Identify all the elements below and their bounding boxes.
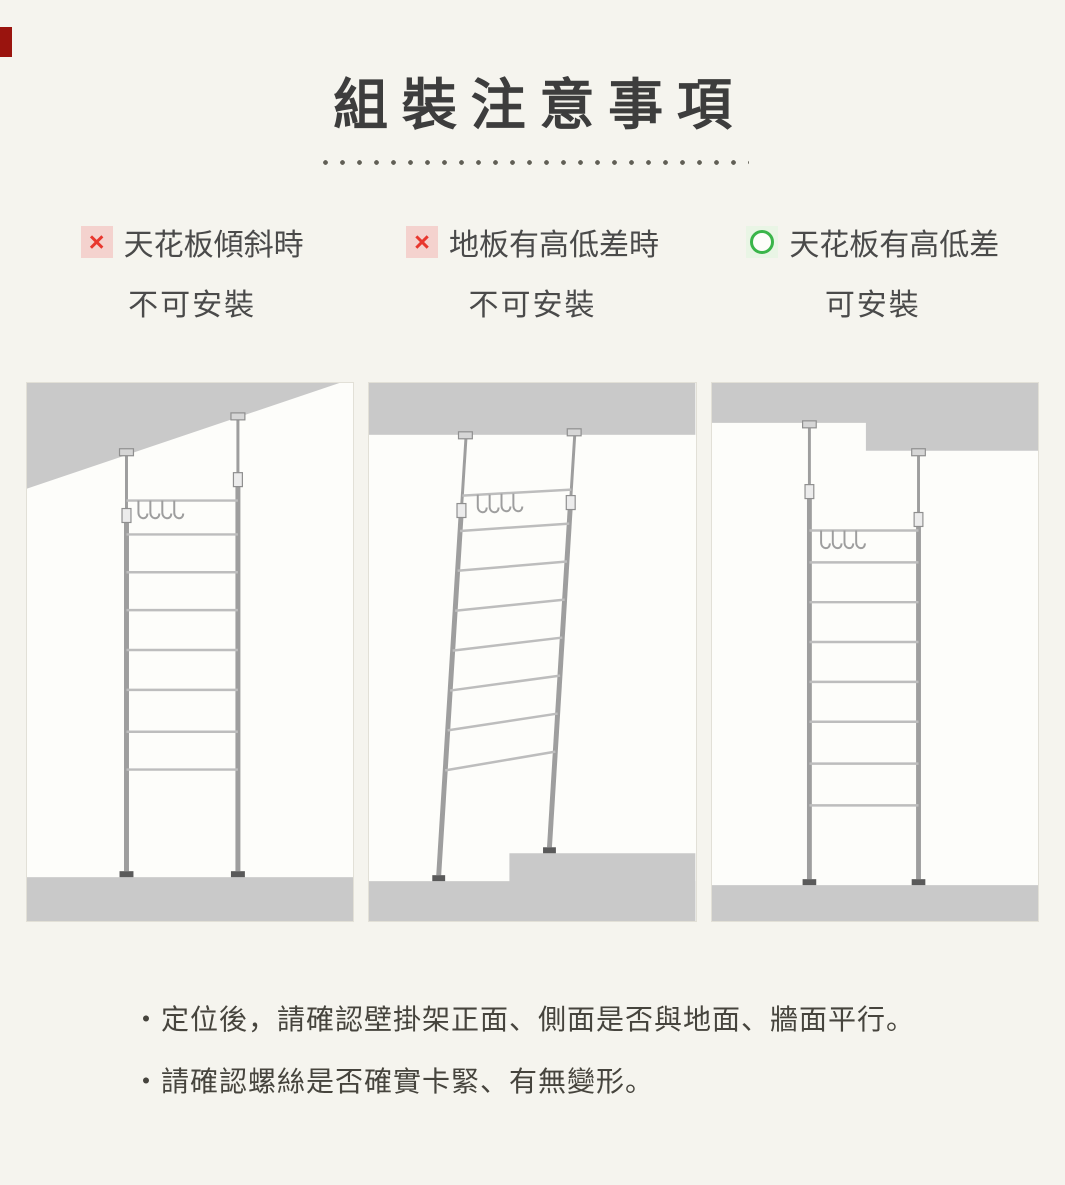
- rack-illustration-tilted: [432, 428, 583, 882]
- ceiling-shape: [369, 383, 696, 436]
- circle-icon: [746, 226, 779, 259]
- condition-uneven-floor: × 地板有高低差時 不可安裝: [362, 220, 702, 324]
- rack-illustration: [118, 412, 246, 878]
- hooks-icon: [137, 500, 185, 520]
- floor-shape: [27, 877, 354, 922]
- condition-text: 地板有高低差時: [448, 229, 659, 263]
- condition-heading: × 天花板傾斜時: [22, 220, 362, 264]
- condition-text: 天花板有高低差: [789, 229, 1000, 263]
- floor-shape: [711, 885, 1038, 922]
- note-line: ・定位後，請確認壁掛架正面、側面是否與地面、牆面平行。: [132, 1004, 916, 1036]
- illustration-uneven-floor: [369, 383, 696, 922]
- page-title: 組裝注意事項: [333, 74, 746, 136]
- condition-heading: 天花板有高低差: [703, 220, 1043, 264]
- cross-icon: ×: [80, 226, 113, 259]
- conditions-row: × 天花板傾斜時 不可安裝 × 地板有高低差時 不可安裝 天花板有高低差 可安裝: [0, 220, 1065, 324]
- hooks-icon: [819, 530, 866, 550]
- corner-mark: [0, 27, 12, 57]
- condition-stepped-ceiling: 天花板有高低差 可安裝: [703, 220, 1043, 324]
- rack-illustration: [801, 420, 926, 886]
- cross-icon: ×: [405, 226, 438, 259]
- panel-stepped-ceiling: [710, 382, 1039, 923]
- condition-heading: × 地板有高低差時: [362, 220, 702, 264]
- hooks-icon: [477, 493, 524, 514]
- ceiling-step-shape: [711, 383, 1038, 451]
- condition-verdict: 不可安裝: [128, 289, 257, 323]
- panel-slanted-ceiling: [26, 382, 355, 923]
- floor-shape: [369, 881, 696, 922]
- condition-slanted-ceiling: × 天花板傾斜時 不可安裝: [22, 220, 362, 324]
- condition-text: 天花板傾斜時: [123, 229, 304, 263]
- note-line: ・請確認螺絲是否確實卡緊、有無變形。: [132, 1066, 655, 1098]
- illustration-row: [0, 382, 1065, 923]
- illustration-slanted-ceiling: [27, 383, 354, 922]
- condition-verdict: 不可安裝: [468, 289, 597, 323]
- ceiling-shape: [27, 383, 340, 489]
- illustration-stepped-ceiling: [711, 383, 1038, 922]
- circle-ring: [750, 230, 775, 255]
- panel-uneven-floor: [368, 382, 697, 923]
- dotted-divider: [316, 159, 749, 167]
- condition-verdict: 可安裝: [824, 289, 921, 323]
- notes-section: ・定位後，請確認壁掛架正面、側面是否與地面、牆面平行。 ・請確認螺絲是否確實卡緊…: [0, 998, 1065, 1100]
